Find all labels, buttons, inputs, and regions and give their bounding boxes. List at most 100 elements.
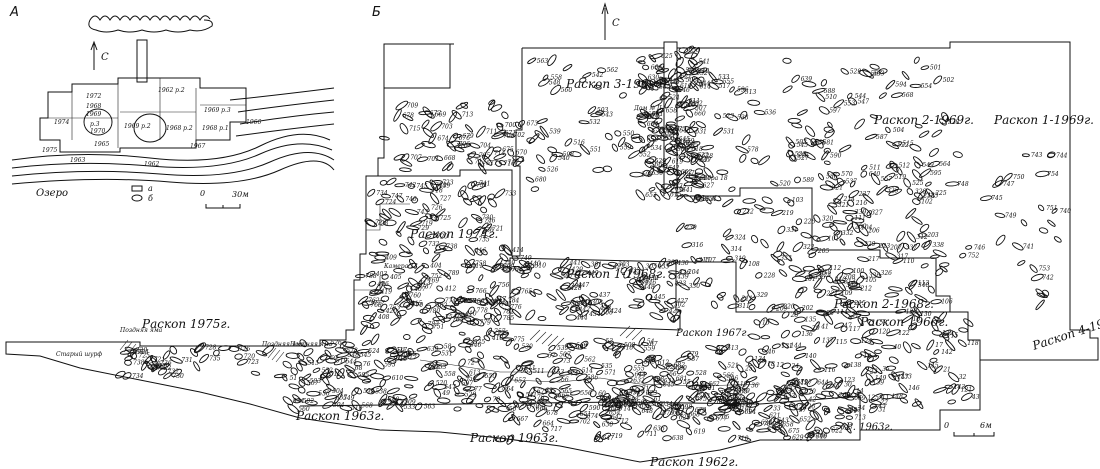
- grave-outline: [620, 422, 632, 430]
- grave-number: 509: [404, 399, 416, 406]
- main-scale-bar: [953, 432, 995, 437]
- grave-outline: [807, 432, 815, 438]
- grave-number: 617: [396, 347, 408, 354]
- grave-number: 510: [351, 405, 363, 412]
- grave-outline: [535, 377, 542, 385]
- grave-outline: [914, 294, 928, 303]
- grave-number: 42: [808, 397, 817, 404]
- grave-number: 739: [150, 363, 162, 370]
- grave-number: 327: [871, 210, 883, 217]
- grave-number: 31: [878, 407, 886, 414]
- grave-outline: [913, 306, 922, 317]
- grave-number: 634: [661, 401, 673, 408]
- grave-number: 504: [893, 127, 905, 134]
- grave-number: 768: [370, 302, 382, 309]
- grave-number: 530: [521, 344, 533, 351]
- grave-number: 708: [623, 399, 635, 406]
- grave-number: 674: [437, 135, 449, 142]
- grave-number: 711: [646, 431, 657, 438]
- grave-number: 148: [892, 394, 904, 401]
- grave-outline: [787, 117, 801, 124]
- grave-number: 587: [876, 134, 888, 141]
- grave-outline: [383, 219, 397, 227]
- grave-outline: [463, 298, 474, 303]
- inset-label-1969r2: 1969 р.2: [124, 123, 151, 130]
- grave-outline: [776, 241, 785, 252]
- grave-outline: [860, 170, 868, 178]
- grave-number: 666: [536, 405, 548, 412]
- grave-outline: [795, 218, 803, 226]
- grave-number: 215: [853, 300, 866, 307]
- grave-number: 547: [444, 384, 456, 391]
- grave-outline: [994, 212, 1006, 218]
- grave-number: 15: [951, 333, 959, 340]
- grave-outline: [518, 266, 531, 272]
- grave-number: 522: [666, 364, 678, 371]
- grave-outline: [739, 257, 749, 263]
- grave-number: 722: [375, 220, 387, 227]
- grave-outline: [587, 106, 597, 115]
- grave-outline: [490, 313, 500, 327]
- grave-outline: [574, 270, 590, 276]
- grave-number: 109: [841, 290, 853, 297]
- grave-outline: [816, 289, 827, 299]
- grave-outline: [542, 426, 549, 433]
- grave-number: 228: [763, 272, 776, 279]
- grave-outline: [909, 83, 922, 88]
- grave-number: 505: [667, 128, 679, 135]
- grave-outline: [778, 269, 788, 277]
- grave-number: 713: [854, 415, 866, 422]
- grave-number: 641: [740, 401, 751, 408]
- grave-outline: [673, 395, 684, 407]
- grave-number: 780: [429, 308, 441, 315]
- grave-number: 650: [725, 395, 737, 402]
- grave-number: 722: [160, 365, 172, 372]
- grave-number: 544: [855, 93, 867, 100]
- grave-number: 549: [922, 162, 934, 169]
- grave-outline: [631, 402, 638, 410]
- grave-outline: [885, 140, 899, 150]
- grave-number: 636: [652, 170, 664, 177]
- grave-outline: [398, 350, 411, 360]
- grave-outline: [646, 139, 655, 149]
- grave-outline: [444, 272, 452, 280]
- grave-outline: [774, 426, 786, 435]
- grave-outline: [1047, 219, 1056, 227]
- grave-outline: [705, 277, 713, 287]
- grave-number: 534: [293, 398, 305, 405]
- grave-number: 514: [582, 367, 594, 374]
- grave-number: 535: [601, 363, 613, 370]
- grave-outline: [470, 357, 480, 363]
- grave-number: 569: [576, 342, 588, 349]
- grave-outline: [390, 351, 400, 358]
- grave-number: 507: [695, 105, 707, 112]
- grave-outline: [553, 400, 563, 412]
- grave-number: 725: [440, 215, 452, 222]
- grave-number: 221: [826, 291, 838, 298]
- grave-outline: [580, 261, 591, 269]
- grave-outline: [600, 413, 612, 421]
- grave-outline: [467, 181, 475, 189]
- grave-outline: [690, 47, 701, 60]
- grave-number: 334: [846, 282, 858, 289]
- grave-outline: [619, 92, 627, 99]
- grave-outline: [718, 387, 731, 397]
- grave-number: 743: [417, 209, 429, 216]
- grave-number: 614: [700, 84, 712, 91]
- grave-number: 631: [664, 378, 675, 385]
- grave-outline: [589, 363, 603, 370]
- grave-outline: [745, 376, 758, 383]
- grave-number: 430: [676, 260, 689, 267]
- grave-outline: [304, 399, 318, 406]
- grave-outline: [837, 408, 845, 415]
- grave-outline: [625, 371, 634, 378]
- grave-outline: [643, 399, 650, 409]
- grave-number: 566: [722, 372, 734, 379]
- grave-outline: [858, 224, 869, 237]
- grave-outline: [963, 318, 974, 327]
- grave-outline: [805, 125, 816, 137]
- label-late-pit-3: Поздняя яма: [289, 341, 333, 348]
- grave-number: 716: [504, 161, 516, 168]
- grave-outline: [570, 390, 581, 396]
- grave-number: 445: [653, 294, 666, 301]
